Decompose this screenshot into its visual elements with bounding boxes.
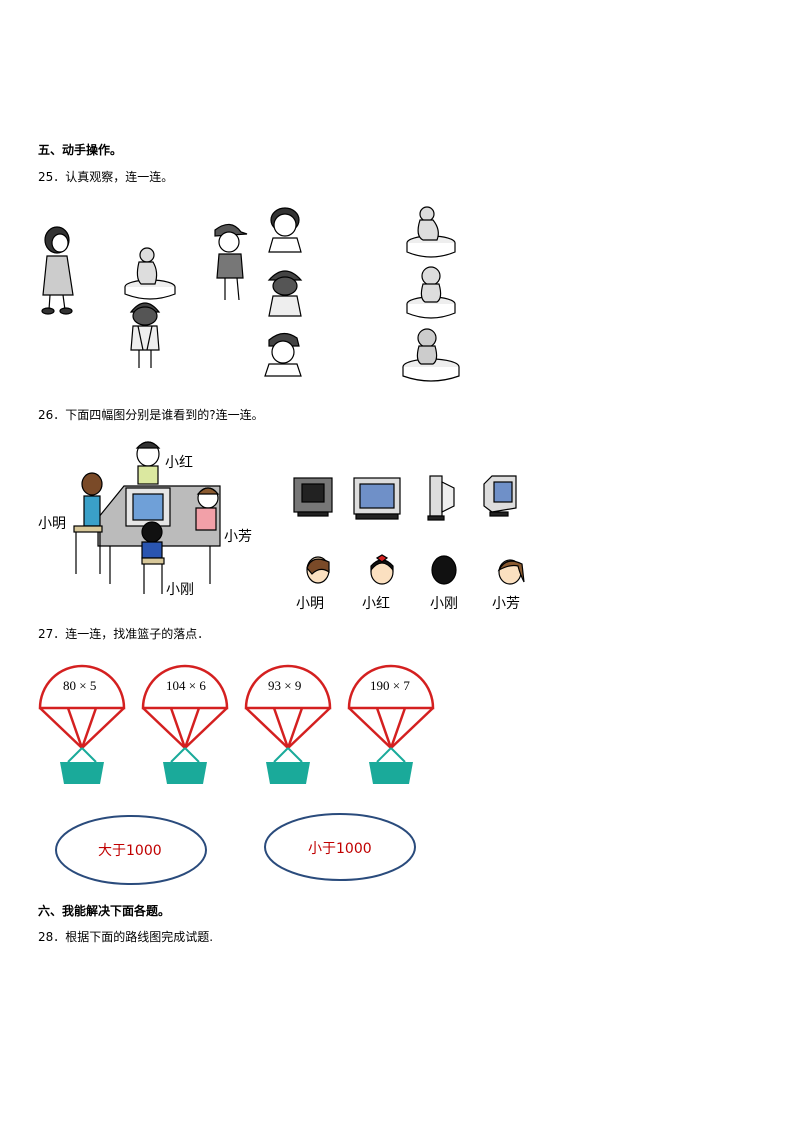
monitor-back-view [293,477,333,517]
q26-table-scene [73,441,221,594]
scene-label-xiaohong: 小红 [165,455,193,471]
head-label-3: 小刚 [430,596,458,612]
cat-on-pedestal-center [124,247,176,300]
target-less-label: 小于1000 [308,841,372,857]
monitor-side-view-right [483,475,517,517]
parachute-2-expression: 104 × 6 [166,678,206,693]
cat-view-front [402,328,460,382]
boy-side-view-figure [214,223,248,301]
head-label-4: 小芳 [492,596,520,612]
head-option-boy-cap-front [264,332,302,377]
monitor-front-view [353,477,401,520]
parachute-3-expression: 93 × 9 [268,678,302,693]
section-5-heading: 五、动手操作。 [38,143,123,157]
question-25-prompt: 25．认真观察，连一连。 [38,170,174,184]
question-28-prompt: 28．根据下面的路线图完成试题. [38,930,214,944]
monitor-side-view-left [427,475,455,521]
question-26-prompt: 26．下面四幅图分别是谁看到的?连一连。 [38,408,264,422]
target-greater-label: 大于1000 [98,843,162,859]
head-xiaoming [306,556,330,584]
parachute-4-expression: 190 × 7 [370,678,410,693]
head-label-2: 小红 [362,596,390,612]
boy-back-view-figure [129,302,161,368]
parachute-1-expression: 80 × 5 [63,678,97,693]
cat-view-side [406,206,456,258]
scene-label-xiaoming: 小明 [38,516,66,532]
head-option-girl-front [268,207,302,253]
head-label-1: 小明 [296,596,324,612]
girl-figure [41,226,74,315]
scene-label-xiaogang: 小刚 [166,582,194,598]
q26-head-icons [306,554,525,585]
target-less-than-1000[interactable] [264,813,416,881]
section-6-heading: 六、我能解决下面各题。 [38,904,171,918]
head-xiaohong [370,554,394,585]
cat-view-back [406,266,456,319]
head-option-boy-hat-back [267,270,303,317]
head-xiaofang [497,559,525,585]
head-xiaogang [431,555,457,585]
scene-label-xiaofang: 小芳 [224,529,252,545]
q27-target-ellipses [55,813,416,885]
q25-observation-figure [41,206,460,382]
question-27-prompt: 27．连一连，找准篮子的落点． [38,627,210,641]
q26-monitor-views [293,475,517,521]
target-greater-than-1000[interactable] [55,815,207,885]
